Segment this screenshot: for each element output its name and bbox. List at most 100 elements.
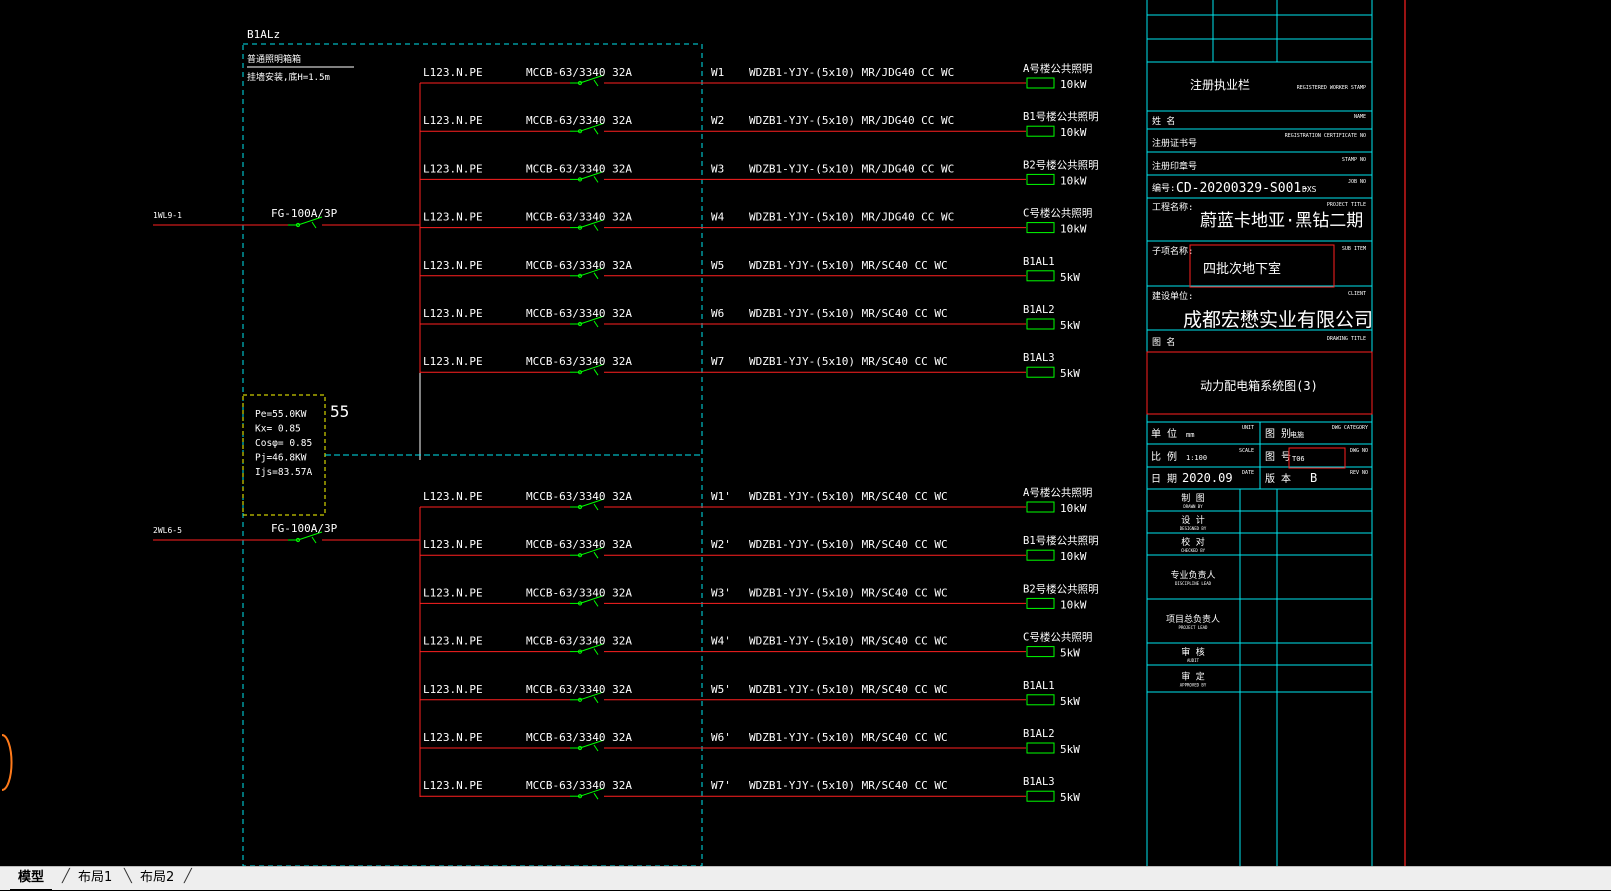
circuit-2-6-cable: WDZB1-YJY-(5x10) MR/SC40 CC WC (749, 731, 948, 744)
sub-item: 四批次地下室 (1203, 261, 1281, 277)
circuit-1-1-phase: L123.N.PE (423, 66, 483, 79)
version-label: 版 本 (1265, 472, 1291, 485)
circuit-2-4-breaker-label: MCCB-63/3340 32A (526, 635, 632, 648)
circuit-1-2-breaker-label: MCCB-63/3340 32A (526, 114, 632, 127)
role-label-4: 专业负责人 (1170, 569, 1215, 581)
circuit-1-7-load-box (1026, 366, 1055, 378)
circuit-2-2-power: 10kW (1060, 550, 1087, 563)
circuit-2-6-breaker-label: MCCB-63/3340 32A (526, 731, 632, 744)
circuit-1-5-breaker-label: MCCB-63/3340 32A (526, 259, 632, 272)
circuit-2-7-phase: L123.N.PE (423, 779, 483, 792)
circuit-2-2-breaker-pivot (577, 553, 583, 558)
circuit-1-3-power: 10kW (1060, 174, 1087, 187)
sub-item-label: 子项名称: (1152, 245, 1193, 257)
load-calc-line-3: Cosφ= 0.85 (255, 438, 312, 449)
circuit-1-4-load-box (1026, 222, 1055, 234)
role-label-en-3: CHECKED BY (1181, 548, 1206, 553)
tab-separator: ╱ (62, 869, 70, 884)
circuit-1-2-power: 10kW (1060, 126, 1087, 139)
circuit-1-3-cable: WDZB1-YJY-(5x10) MR/JDG40 CC WC (749, 162, 954, 175)
role-label-3: 校 对 (1181, 536, 1204, 548)
project-label-en: PROJECT TITLE (1327, 202, 1366, 208)
circuit-2-7-breaker-blade (579, 787, 605, 797)
circuit-1-1-power: 10kW (1060, 78, 1087, 91)
circuit-2-2-phase: L123.N.PE (423, 538, 483, 551)
circuit-2-7-breaker-label: MCCB-63/3340 32A (526, 779, 632, 792)
role-label-en-4: DISCIPLINE LEAD (1175, 581, 1212, 586)
role-label-en-2: DESIGNED BY (1180, 526, 1207, 531)
circuit-1-7-breaker-blade (579, 363, 605, 373)
selection-arc (1, 734, 13, 791)
circuit-1-6-phase: L123.N.PE (423, 307, 483, 320)
circuit-1-3-load-box (1026, 173, 1055, 185)
tab-model[interactable]: 模型 (10, 867, 53, 891)
circuit-1-1-load-box (1026, 77, 1055, 89)
name-label: 姓 名 (1152, 115, 1175, 127)
name-label-en: NAME (1354, 114, 1366, 120)
circuit-2-5-breaker-label: MCCB-63/3340 32A (526, 683, 632, 696)
circuit-1-3-id: W3 (711, 162, 724, 175)
tab-layout1[interactable]: 布局1 (78, 870, 113, 885)
tab-layout2[interactable]: 布局2 (140, 870, 175, 885)
circuit-1-6-breaker-blade (579, 315, 605, 325)
circuit-2-7-power: 5kW (1060, 791, 1080, 804)
scale-label-en: SCALE (1239, 448, 1254, 454)
stamp-no-label: 注册印章号 (1152, 160, 1197, 172)
circuit-2-4-id: W4' (711, 635, 731, 648)
load-calc-line-1: Pe=55.0KW (255, 409, 307, 420)
circuit-2-2-cable: WDZB1-YJY-(5x10) MR/SC40 CC WC (749, 538, 948, 551)
circuit-1-3-breaker-trip (593, 176, 599, 183)
circuit-2-7-breaker-trip (593, 792, 599, 800)
role-label-en-6: AUDIT (1187, 658, 1200, 663)
sub-item-highlight (1189, 244, 1335, 288)
circuit-1-2-load-name: B1号楼公共照明 (1023, 110, 1099, 123)
circuit-2-2-breaker-blade (579, 546, 605, 556)
circuit-1-6-load-name: B1AL2 (1023, 304, 1055, 316)
circuit-2-3-load-name: B2号楼公共照明 (1023, 582, 1099, 595)
drawing-label: 图 名 (1152, 336, 1175, 348)
stamp-no-label-en: STAMP NO (1342, 157, 1366, 163)
circuit-1-5-breaker-blade (579, 267, 605, 277)
circuit-1-7-id: W7 (711, 355, 724, 368)
reg-cert-label: 注册证书号 (1152, 137, 1197, 149)
circuit-2-3-breaker-trip (593, 600, 599, 607)
dwg-no-highlight (1288, 447, 1346, 469)
circuit-1-7-phase: L123.N.PE (423, 355, 483, 368)
circuit-2-1-breaker-trip (593, 503, 599, 511)
circuit-1-4-cable: WDZB1-YJY-(5x10) MR/JDG40 CC WC (749, 211, 954, 224)
client-label-en: CLIENT (1348, 291, 1366, 297)
circuit-1-5-cable: WDZB1-YJY-(5x10) MR/SC40 CC WC (749, 259, 948, 272)
circuit-1-6-power: 5kW (1060, 319, 1080, 332)
circuit-2-3-id: W3' (711, 586, 731, 599)
circuit-2-2-id: W2' (711, 538, 731, 551)
circuit-1-6-load-box (1026, 318, 1055, 330)
circuit-2-1-power: 10kW (1060, 502, 1087, 515)
circuit-2-4-breaker-trip (593, 648, 599, 655)
circuit-2-7-load-name: B1AL3 (1023, 776, 1055, 788)
main-breaker-2-trip (311, 536, 317, 544)
circuit-2-5-id: W5' (711, 683, 731, 696)
circuit-1-6-breaker-pivot (577, 321, 583, 327)
panel-subtitle-1: 普通照明箱箱 (247, 53, 301, 65)
circuit-2-5-breaker-blade (579, 691, 605, 701)
client-label: 建设单位: (1152, 290, 1193, 302)
circuit-2-6-power: 5kW (1060, 743, 1080, 756)
job-no-label-en: JOB NO (1348, 179, 1366, 185)
category-label: 图 别 (1265, 428, 1291, 440)
circuit-2-4-phase: L123.N.PE (423, 635, 483, 648)
version-label-en: REV NO (1350, 470, 1368, 476)
circuit-2-7-id: W7' (711, 779, 731, 792)
circuit-2-2-load-box (1026, 549, 1055, 561)
circuit-2-5-load-name: B1AL1 (1023, 680, 1055, 692)
dwg-no-label: 图 号 (1265, 451, 1291, 463)
main-breaker-2-blade (297, 531, 323, 541)
circuit-2-4-power: 5kW (1060, 647, 1080, 660)
circuit-2-6-breaker-blade (579, 739, 605, 749)
circuit-2-7-load-box (1026, 790, 1055, 802)
date-label-en: DATE (1242, 470, 1254, 476)
circuit-2-1-phase: L123.N.PE (423, 490, 483, 503)
circuit-1-4-load-name: C号楼公共照明 (1023, 207, 1092, 220)
circuit-2-4-cable: WDZB1-YJY-(5x10) MR/SC40 CC WC (749, 635, 948, 648)
circuit-2-6-phase: L123.N.PE (423, 731, 483, 744)
